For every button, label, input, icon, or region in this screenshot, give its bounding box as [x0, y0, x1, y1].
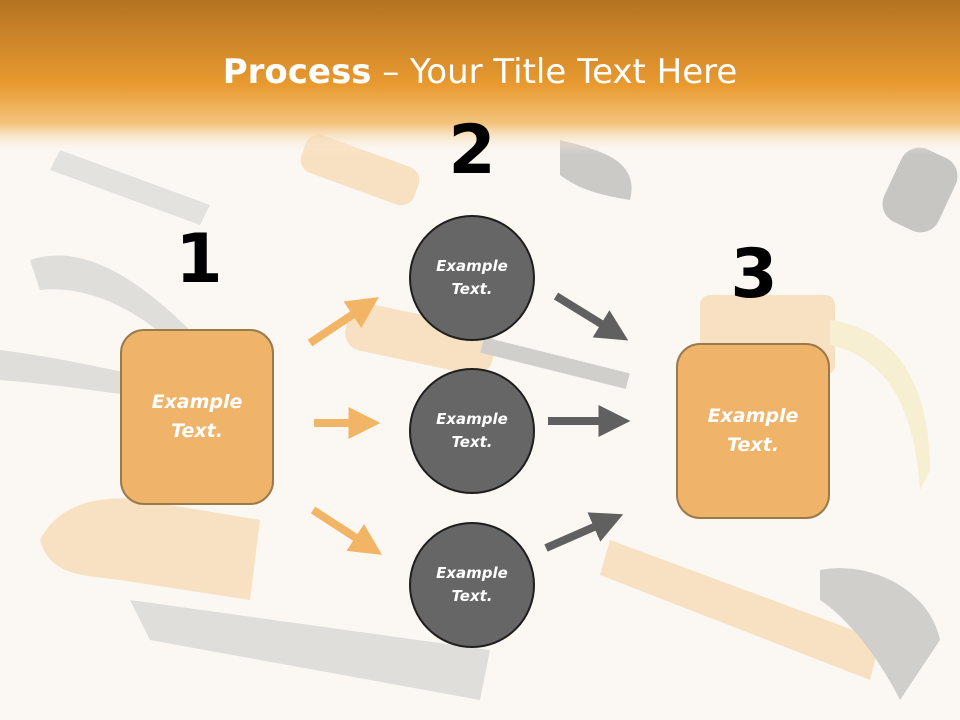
step-number-2: 2 [448, 111, 496, 190]
circle-top-text: Example Text. [436, 257, 508, 298]
step-1-box[interactable]: Example Text. [120, 329, 274, 505]
step-number-3: 3 [730, 235, 778, 314]
title-rest: – Your Title Text Here [371, 52, 738, 92]
step-2-circle-bottom[interactable]: Example Text. [409, 522, 535, 648]
step-1-text: Example Text. [151, 391, 243, 442]
slide-title: Process – Your Title Text Here [0, 52, 960, 92]
arrow-circle-top-to-box3 [553, 292, 629, 341]
arrow-box1-to-circle-top [307, 297, 379, 347]
step-2-circle-top[interactable]: Example Text. [409, 215, 535, 341]
arrow-box1-to-circle-bottom [310, 506, 383, 555]
circle-bottom-text: Example Text. [436, 564, 508, 605]
step-3-text: Example Text. [707, 405, 799, 456]
step-number-1: 1 [175, 220, 223, 299]
step-2-circle-middle[interactable]: Example Text. [409, 368, 535, 494]
step-3-box[interactable]: Example Text. [676, 343, 830, 519]
arrow-circle-bottom-to-box3 [544, 512, 624, 552]
title-bold: Process [222, 52, 372, 92]
circle-middle-text: Example Text. [436, 410, 508, 451]
